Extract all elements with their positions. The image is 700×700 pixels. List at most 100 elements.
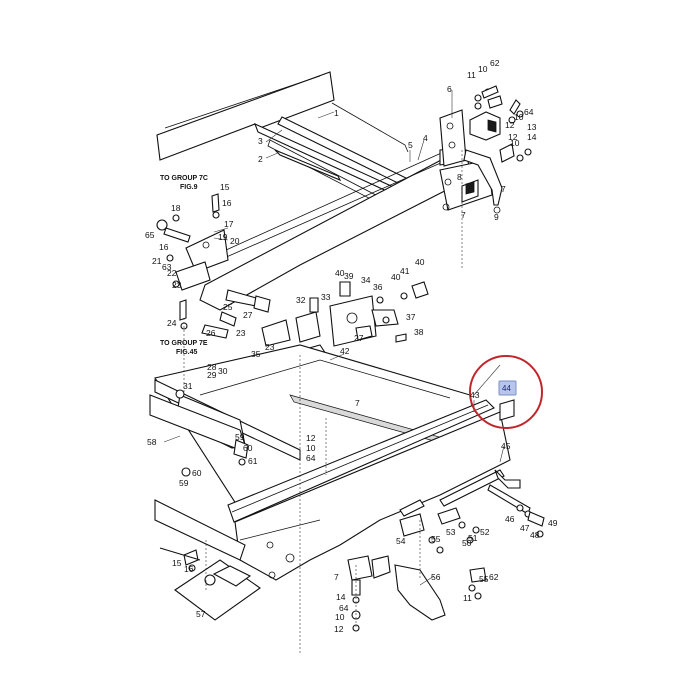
callout-15-1[interactable]: 15 [220, 182, 230, 192]
callout-63[interactable]: 63 [162, 262, 172, 272]
callout-25[interactable]: 25 [223, 302, 233, 312]
callout-15-2[interactable]: 15 [172, 558, 182, 568]
callout-3[interactable]: 3 [258, 136, 263, 146]
callout-52[interactable]: 52 [480, 527, 490, 537]
callout-16-2[interactable]: 16 [159, 242, 169, 252]
callout-47[interactable]: 47 [520, 523, 530, 533]
callout-7-1[interactable]: 7 [461, 210, 466, 220]
callout-12-4[interactable]: 12 [334, 624, 344, 634]
callout-62-1[interactable]: 62 [490, 58, 500, 68]
callout-10-1[interactable]: 10 [478, 64, 488, 74]
callout-11-1[interactable]: 11 [467, 70, 476, 80]
callout-51[interactable]: 51 [468, 533, 478, 543]
callout-4[interactable]: 4 [423, 133, 428, 143]
callout-48[interactable]: 48 [530, 530, 540, 540]
callout-16-3[interactable]: 16 [184, 564, 194, 574]
callout-55-1[interactable]: 55 [431, 534, 441, 544]
callout-64-3[interactable]: 64 [339, 603, 349, 613]
callout-12-1[interactable]: 12 [505, 120, 515, 130]
callout-40-3[interactable]: 40 [415, 257, 425, 267]
callout-36[interactable]: 36 [373, 282, 383, 292]
callout-27-2[interactable]: 27 [354, 333, 364, 343]
callout-23-1[interactable]: 23 [172, 280, 182, 290]
callout-14-1[interactable]: 14 [527, 132, 537, 142]
callout-64-1[interactable]: 64 [524, 107, 534, 117]
callout-60-2[interactable]: 60 [192, 468, 202, 478]
callout-33[interactable]: 33 [321, 292, 331, 302]
callout-62-2[interactable]: 62 [489, 572, 499, 582]
callout-55-2[interactable]: 55 [479, 574, 489, 584]
callout-2[interactable]: 2 [258, 154, 263, 164]
callout-12-3[interactable]: 12 [306, 433, 316, 443]
callout-17[interactable]: 17 [224, 219, 234, 229]
callout-32[interactable]: 32 [296, 295, 306, 305]
callout-40-1[interactable]: 40 [335, 268, 345, 278]
callout-10-5[interactable]: 10 [335, 612, 345, 622]
callout-26[interactable]: 26 [206, 328, 216, 338]
highlight-callout-44[interactable]: 44 [469, 355, 543, 429]
upper-beam [156, 71, 411, 211]
callout-49[interactable]: 49 [548, 518, 558, 528]
callout-61[interactable]: 61 [248, 456, 258, 466]
callout-34[interactable]: 34 [361, 275, 371, 285]
callout-7-4[interactable]: 7 [334, 572, 339, 582]
callout-27-1[interactable]: 27 [243, 310, 253, 320]
callout-45[interactable]: 45 [501, 441, 511, 451]
callout-6[interactable]: 6 [447, 84, 452, 94]
callout-41[interactable]: 41 [400, 266, 410, 276]
callout-19[interactable]: 19 [218, 232, 228, 242]
callout-22[interactable]: 22 [167, 268, 177, 278]
callout-11-2[interactable]: 11 [463, 593, 472, 603]
callout-5[interactable]: 5 [408, 140, 413, 150]
callout-39[interactable]: 39 [344, 271, 354, 281]
callout-21[interactable]: 21 [152, 256, 162, 266]
callout-28[interactable]: 28 [207, 362, 217, 372]
callout-30[interactable]: 30 [218, 366, 228, 376]
highlight-tag[interactable] [498, 380, 517, 396]
callout-12-2[interactable]: 12 [508, 132, 518, 142]
right-rod-assembly [487, 399, 545, 538]
highlight-label: 44 [502, 384, 511, 393]
callout-8[interactable]: 8 [457, 172, 462, 182]
callout-50[interactable]: 50 [462, 538, 472, 548]
callout-65[interactable]: 65 [145, 230, 155, 240]
callout-24[interactable]: 24 [167, 318, 177, 328]
callout-9[interactable]: 9 [494, 212, 499, 222]
callout-56[interactable]: 56 [431, 572, 441, 582]
callout-7-2[interactable]: 7 [501, 184, 506, 194]
callout-16-1[interactable]: 16 [222, 198, 232, 208]
callout-37[interactable]: 37 [406, 312, 416, 322]
callout-38[interactable]: 38 [414, 327, 424, 337]
callout-18[interactable]: 18 [171, 203, 181, 213]
callout-7-3[interactable]: 7 [355, 398, 360, 408]
callout-35[interactable]: 35 [251, 349, 261, 359]
callout-43[interactable]: 43 [470, 390, 480, 400]
callout-59-2[interactable]: 59 [179, 478, 189, 488]
callout-20[interactable]: 20 [230, 236, 240, 246]
svg-text:TO GROUP 7C: TO GROUP 7C [160, 175, 208, 182]
callout-58[interactable]: 58 [147, 437, 157, 447]
callout-53[interactable]: 53 [446, 527, 456, 537]
callout-10-2[interactable]: 10 [514, 112, 524, 122]
callout-46[interactable]: 46 [505, 514, 515, 524]
callout-31[interactable]: 31 [183, 381, 193, 391]
callout-59-1[interactable]: 59 [235, 432, 245, 442]
callout-10-4[interactable]: 10 [306, 443, 316, 453]
callout-57[interactable]: 57 [196, 609, 206, 619]
callout-23-2[interactable]: 23 [236, 328, 246, 338]
callout-29[interactable]: 29 [207, 370, 217, 380]
callout-13[interactable]: 13 [527, 122, 537, 132]
callout-40-2[interactable]: 40 [391, 272, 401, 282]
leader-lines [163, 90, 505, 586]
callout-14-2[interactable]: 14 [336, 592, 346, 602]
highlight-circle [469, 355, 543, 429]
callout-23-3[interactable]: 23 [265, 342, 275, 352]
callout-64-2[interactable]: 64 [306, 453, 316, 463]
callout-54[interactable]: 54 [396, 536, 406, 546]
callout-10-3[interactable]: 10 [510, 138, 520, 148]
callout-60-1[interactable]: 60 [243, 443, 253, 453]
callout-1[interactable]: 1 [334, 108, 339, 118]
callout-42[interactable]: 42 [340, 346, 350, 356]
